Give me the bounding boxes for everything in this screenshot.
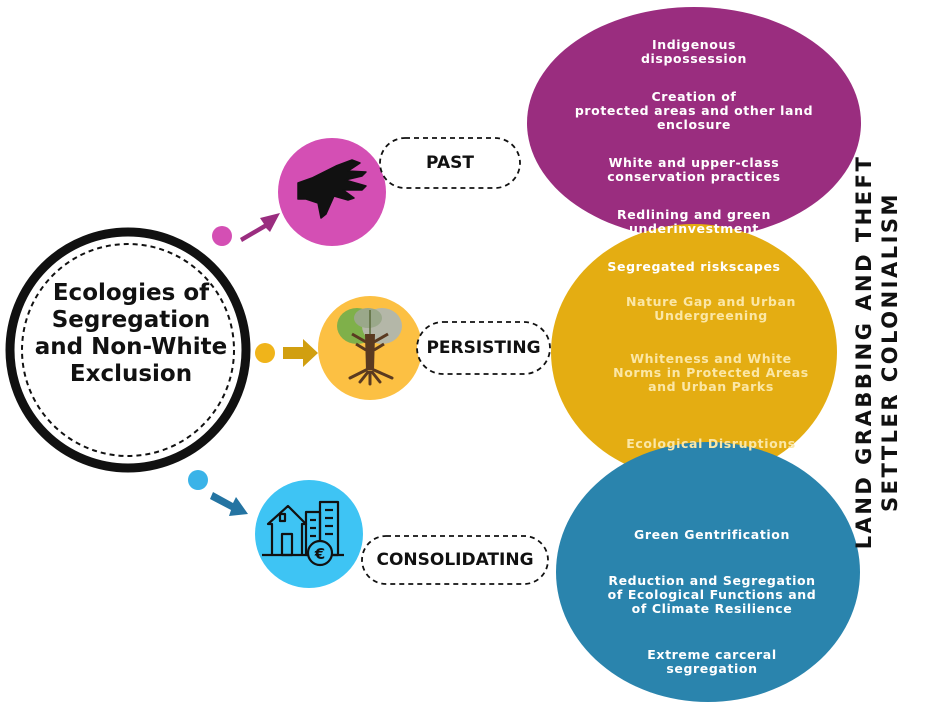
consolidating-oval xyxy=(556,442,860,702)
persisting-label: PERSISTING xyxy=(426,338,541,358)
main-title: Ecologies of Segregation and Non-White E… xyxy=(34,280,228,387)
persisting-item-3: Ecological Disruptions xyxy=(626,436,796,451)
main-ring-dashed xyxy=(21,243,235,457)
past-item-3: White and upper-class conservation pract… xyxy=(607,155,781,184)
hand-icon xyxy=(297,159,367,219)
past-dot xyxy=(212,226,232,246)
persisting-dot xyxy=(255,343,275,363)
buildings-euro-icon: € xyxy=(262,500,344,567)
persisting-arrow xyxy=(283,339,318,367)
consolidating-label-box xyxy=(361,535,549,585)
past-label-box xyxy=(379,137,521,189)
persisting-item-1: Nature Gap and Urban Undergreening xyxy=(626,294,796,323)
consolidating-item-1: Green Gentrification xyxy=(633,527,790,542)
past-item-5: Segregated riskscapes xyxy=(607,259,781,274)
past-item-4: Redlining and green underinvestment xyxy=(616,207,771,236)
past-arrow xyxy=(240,213,280,242)
consolidating-items: Green Gentrification Reduction and Segre… xyxy=(562,514,862,690)
past-label: PAST xyxy=(426,153,474,173)
consolidating-item-3: Extreme carceral segregation xyxy=(647,647,777,676)
consolidating-item-2: Reduction and Segregation of Ecological … xyxy=(607,573,817,616)
persisting-label-box xyxy=(416,321,551,375)
main-ring xyxy=(5,227,251,473)
persisting-items: Nature Gap and Urban Undergreening White… xyxy=(566,281,856,465)
consolidating-label: CONSOLIDATING xyxy=(376,550,534,570)
past-items: Indigenous dispossession Creation of pro… xyxy=(544,24,844,288)
tree-brain-icon xyxy=(337,308,402,386)
consolidating-dot xyxy=(188,470,208,490)
past-item-2: Creation of protected areas and other la… xyxy=(574,89,814,132)
consolidating-icon-circle xyxy=(255,480,363,588)
side-title-line-1: LAND GRABBING AND THEFT xyxy=(852,154,876,550)
svg-text:€: € xyxy=(314,545,325,563)
side-title-line-2: SETTLER COLONIALISM xyxy=(878,192,902,512)
persisting-oval xyxy=(551,224,837,480)
past-item-1: Indigenous dispossession xyxy=(640,37,748,66)
persisting-item-2: Whiteness and White Norms in Protected A… xyxy=(613,351,809,394)
consolidating-arrow xyxy=(210,492,248,516)
past-oval xyxy=(527,7,861,239)
